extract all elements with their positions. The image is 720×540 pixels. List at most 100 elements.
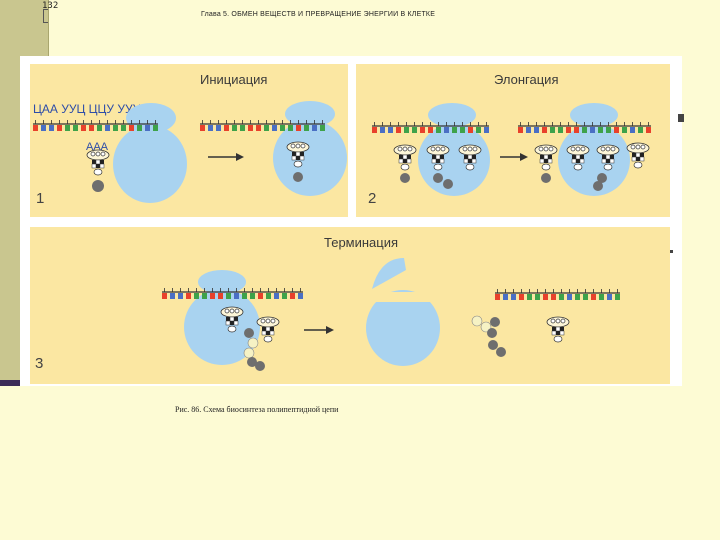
nucleotide xyxy=(282,293,287,299)
nucleotide xyxy=(511,294,516,300)
trna-elongation-1b xyxy=(426,144,453,189)
mrna-label: ЦАА УУЦ ЦЦУ УУУ xyxy=(33,102,141,116)
nucleotide xyxy=(266,293,271,299)
mrna-strand-2a xyxy=(372,122,489,133)
nucleotide xyxy=(186,293,191,299)
nucleotide xyxy=(428,127,433,133)
nucleotide xyxy=(280,125,285,131)
nucleotide xyxy=(288,125,293,131)
nucleotide xyxy=(298,293,303,299)
nucleotide xyxy=(583,294,588,300)
nucleotide xyxy=(460,127,465,133)
nucleotide xyxy=(599,294,604,300)
nucleotide xyxy=(615,294,620,300)
nucleotide xyxy=(290,293,295,299)
arrow-termination xyxy=(304,326,334,334)
nucleotide xyxy=(468,127,473,133)
nucleotide xyxy=(57,125,62,131)
nucleotide xyxy=(312,125,317,131)
nucleotide xyxy=(519,294,524,300)
trna-termination-2 xyxy=(256,316,280,343)
nucleotide xyxy=(137,125,142,131)
trna-elongation-2d xyxy=(626,142,650,169)
nucleotide xyxy=(272,125,277,131)
nucleotide xyxy=(436,127,441,133)
nucleotide xyxy=(33,125,38,131)
panel-title-initiation: Инициация xyxy=(200,72,268,87)
nucleotide xyxy=(420,127,425,133)
nucleotide xyxy=(575,294,580,300)
nucleotide xyxy=(574,127,579,133)
trna-elongation-1a xyxy=(393,144,417,183)
nucleotide xyxy=(622,127,627,133)
nucleotide xyxy=(264,125,269,131)
ribosome-dissociated-small xyxy=(372,258,406,289)
nucleotide xyxy=(527,294,532,300)
nucleotide xyxy=(153,125,158,131)
nucleotide xyxy=(224,125,229,131)
nucleotide xyxy=(484,127,489,133)
nucleotide xyxy=(550,127,555,133)
nucleotide xyxy=(242,293,247,299)
nucleotide xyxy=(170,293,175,299)
nucleotide xyxy=(256,125,261,131)
nucleotide xyxy=(566,127,571,133)
nucleotide xyxy=(396,127,401,133)
nucleotide xyxy=(208,125,213,131)
nucleotide xyxy=(49,125,54,131)
nucleotide xyxy=(178,293,183,299)
trna-initiation-2 xyxy=(286,141,310,182)
nucleotide xyxy=(534,127,539,133)
nucleotide xyxy=(248,125,253,131)
mrna-strand-2b xyxy=(518,122,651,133)
nucleotide xyxy=(113,125,118,131)
nucleotide xyxy=(558,127,563,133)
chapter-header: Глава 5. ОБМЕН ВЕЩЕСТВ И ПРЕВРАЩЕНИЕ ЭНЕ… xyxy=(201,11,436,18)
nucleotide xyxy=(65,125,70,131)
nucleotide xyxy=(614,127,619,133)
nucleotide xyxy=(97,125,102,131)
ribosome-initiation-1 xyxy=(113,103,187,203)
nucleotide xyxy=(518,127,523,133)
ribosome-elongation-2 xyxy=(558,103,630,196)
panel-number-1: 1 xyxy=(36,190,45,207)
nucleotide xyxy=(607,294,612,300)
trna-elongation-2c xyxy=(593,144,620,191)
nucleotide xyxy=(503,294,508,300)
nucleotide xyxy=(372,127,377,133)
nucleotide xyxy=(590,127,595,133)
arrow-elongation xyxy=(500,153,528,161)
nucleotide xyxy=(250,293,255,299)
nucleotide xyxy=(274,293,279,299)
mrna-strand-3b xyxy=(495,289,620,300)
nucleotide xyxy=(41,125,46,131)
arrow-initiation xyxy=(208,153,244,161)
nucleotide xyxy=(630,127,635,133)
panel-number-3: 3 xyxy=(35,355,44,372)
panel-number-2: 2 xyxy=(368,190,377,207)
nucleotide xyxy=(404,127,409,133)
panel-termination: Терминация 3 xyxy=(30,227,670,384)
nucleotide xyxy=(194,293,199,299)
ribosome-dissociated-large xyxy=(366,290,440,366)
page-bracket xyxy=(43,9,48,23)
nucleotide xyxy=(551,294,556,300)
nucleotide xyxy=(218,293,223,299)
nucleotide xyxy=(216,125,221,131)
nucleotide xyxy=(258,293,263,299)
nucleotide xyxy=(81,125,86,131)
nucleotide xyxy=(598,127,603,133)
nucleotide xyxy=(567,294,572,300)
nucleotide xyxy=(582,127,587,133)
edge-dot xyxy=(670,250,673,253)
nucleotide xyxy=(380,127,385,133)
nucleotide xyxy=(543,294,548,300)
ribosome-initiation-2 xyxy=(273,101,347,196)
nucleotide xyxy=(240,125,245,131)
nucleotide xyxy=(638,127,643,133)
nucleotide xyxy=(162,293,167,299)
trna-released xyxy=(546,316,570,343)
nucleotide xyxy=(226,293,231,299)
nucleotide xyxy=(121,125,126,131)
